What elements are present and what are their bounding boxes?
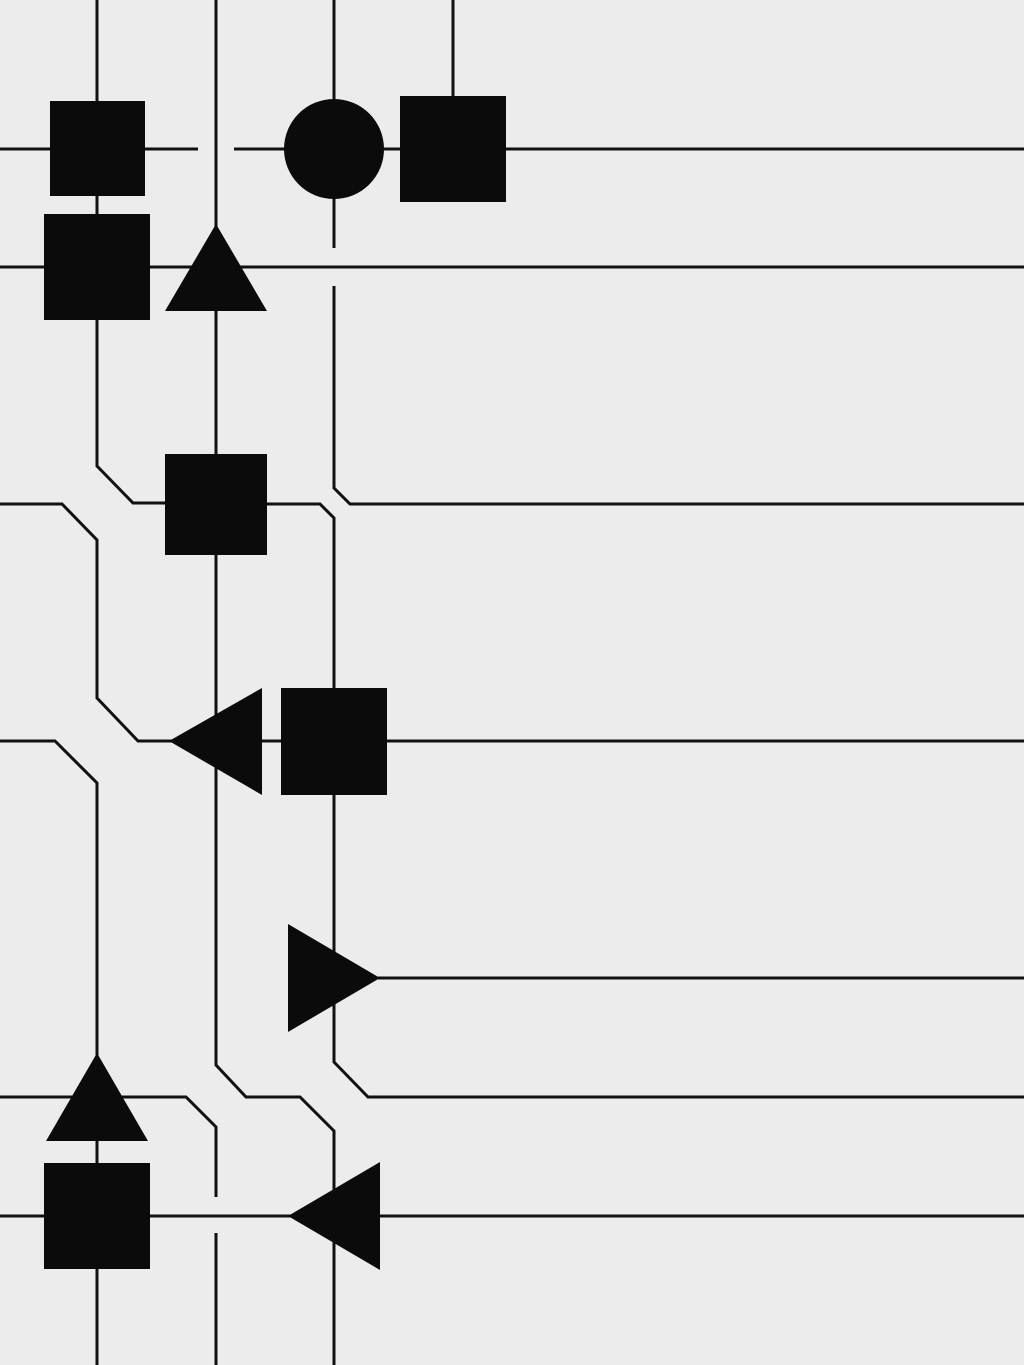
vertical-line-a-middle bbox=[0, 502, 175, 743]
triangle-left-symbol bbox=[288, 1162, 380, 1270]
triangle-right-symbol bbox=[288, 924, 380, 1032]
vertical-line-b-upper bbox=[214, 0, 336, 1365]
vertical-line-c-junction bbox=[266, 502, 1024, 1099]
square-symbol bbox=[50, 101, 145, 196]
square-symbol bbox=[281, 688, 387, 795]
square-symbol bbox=[44, 214, 150, 320]
vertical-line-c-middle bbox=[332, 286, 1024, 506]
symbol-layer bbox=[44, 96, 506, 1270]
square-symbol bbox=[44, 1163, 150, 1269]
triangle-left-symbol bbox=[169, 688, 262, 795]
square-symbol bbox=[165, 454, 267, 555]
triangle-up-symbol bbox=[165, 224, 267, 311]
vertical-line-a-lower bbox=[0, 739, 99, 1365]
square-symbol bbox=[400, 96, 506, 202]
triangle-up-symbol bbox=[46, 1053, 148, 1141]
circle-symbol bbox=[284, 99, 384, 199]
